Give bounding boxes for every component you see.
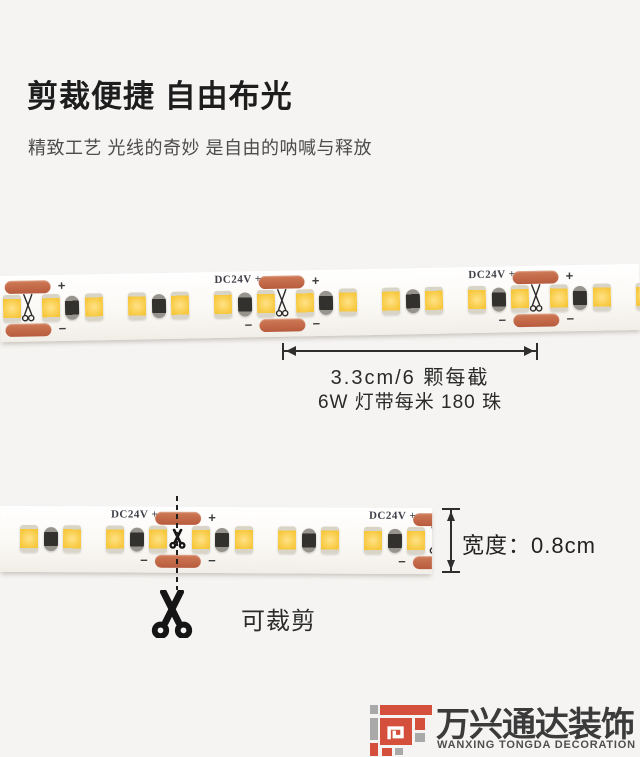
led-chip xyxy=(105,525,125,553)
led-chip xyxy=(148,525,168,553)
led-strip-top: ++−−++−−DC24V ++−−DC24V ++−− xyxy=(0,263,640,343)
led-chip xyxy=(2,294,22,323)
logo-block xyxy=(395,748,403,755)
led-chip xyxy=(592,283,612,311)
resistor xyxy=(318,290,334,316)
logo-main-block xyxy=(380,718,412,745)
logo-block xyxy=(380,705,432,715)
polarity-minus: − xyxy=(0,323,3,337)
led-chip xyxy=(549,284,569,312)
solder-pad xyxy=(4,280,51,295)
resistor xyxy=(491,287,507,312)
resistor xyxy=(301,528,317,553)
solder-pad xyxy=(155,511,202,525)
scissors-icon xyxy=(274,288,291,324)
led-chip xyxy=(320,526,340,554)
scissors-icon xyxy=(428,526,433,561)
led-chip xyxy=(170,291,190,319)
led-chip xyxy=(467,285,487,314)
solder-pad xyxy=(512,270,559,285)
dc-voltage-label: DC24V + xyxy=(110,508,159,521)
arrow-down-icon xyxy=(447,560,455,570)
page-title: 剪裁便捷 自由布光 xyxy=(27,79,293,114)
polarity-minus: − xyxy=(312,316,321,332)
dc-voltage-label: DC24V + xyxy=(368,509,417,523)
polarity-plus: + xyxy=(57,277,66,294)
polarity-plus: + xyxy=(311,273,320,289)
polarity-minus: − xyxy=(398,553,406,569)
resistor xyxy=(237,292,253,317)
logo-block xyxy=(370,743,378,756)
dc-voltage-label: DC24V + xyxy=(214,273,262,287)
led-chip xyxy=(277,526,297,554)
width-dimension-label: 宽度：0.8cm xyxy=(462,533,596,558)
resistor xyxy=(151,293,167,319)
cut-note-label: 可裁剪 xyxy=(241,608,316,635)
arrow-up-icon xyxy=(447,511,455,521)
density-label: 6W 灯带每米 180 珠 xyxy=(317,392,503,413)
logo-glyph xyxy=(387,726,404,740)
polarity-plus: + xyxy=(565,268,574,284)
scissors-icon xyxy=(528,284,545,319)
resistor xyxy=(64,295,80,320)
resistor xyxy=(572,285,588,311)
brand-name-en: WANXING TONGDA DECORATION xyxy=(437,739,636,751)
resistor xyxy=(405,289,421,314)
led-chip xyxy=(363,526,383,554)
length-dimension-label: 3.3cm/6 颗每截 xyxy=(330,367,490,389)
led-chip xyxy=(41,293,61,322)
page-subtitle: 精致工艺 光线的奇妙 是自由的呐喊与释放 xyxy=(28,138,373,158)
width-dimension-line xyxy=(450,510,452,572)
led-chip xyxy=(381,287,401,315)
arrow-left-icon xyxy=(286,346,296,356)
led-chip xyxy=(256,289,276,318)
cut-dashed-line xyxy=(176,496,178,590)
led-chip xyxy=(234,526,254,554)
length-dimension-line xyxy=(284,350,536,352)
polarity-minus: − xyxy=(208,552,216,568)
led-chip xyxy=(424,286,444,314)
logo-block xyxy=(415,733,425,742)
led-chip xyxy=(510,284,530,313)
scissors-icon xyxy=(150,588,194,643)
length-dimension-tick xyxy=(536,343,538,360)
length-dimension-tick xyxy=(282,343,284,360)
led-chip xyxy=(635,282,640,310)
brand-logo-mark xyxy=(368,699,434,757)
resistor xyxy=(43,527,59,552)
polarity-plus: + xyxy=(208,509,216,525)
polarity-plus: + xyxy=(0,280,2,294)
arrow-right-icon xyxy=(524,346,534,356)
led-chip xyxy=(191,525,211,553)
logo-block xyxy=(382,748,392,756)
width-dimension-tick xyxy=(442,508,460,510)
led-chip xyxy=(19,524,39,553)
led-chip xyxy=(295,289,315,317)
logo-block xyxy=(415,718,425,730)
dc-voltage-label: DC24V + xyxy=(468,268,516,282)
led-chip xyxy=(84,293,104,321)
led-strip-bottom: ++−−DC24V ++−−DC24V ++−− xyxy=(0,505,433,575)
led-chip xyxy=(213,290,233,319)
polarity-minus: − xyxy=(140,552,148,568)
led-chip xyxy=(127,292,147,320)
polarity-minus: − xyxy=(244,317,253,333)
logo-block xyxy=(370,718,378,740)
polarity-minus: − xyxy=(58,320,67,337)
led-chip xyxy=(406,527,426,555)
resistor xyxy=(387,528,403,553)
led-chip xyxy=(62,525,82,553)
polarity-minus: − xyxy=(498,312,507,328)
brand-name-cn: 万兴通达装饰 xyxy=(436,706,635,744)
resistor xyxy=(129,527,145,552)
width-dimension-tick xyxy=(442,571,460,573)
polarity-minus: − xyxy=(566,311,575,327)
led-chip xyxy=(338,288,358,316)
resistor xyxy=(214,527,230,553)
logo-block xyxy=(370,705,378,714)
scissors-icon xyxy=(20,293,37,328)
solder-pad xyxy=(258,275,305,290)
